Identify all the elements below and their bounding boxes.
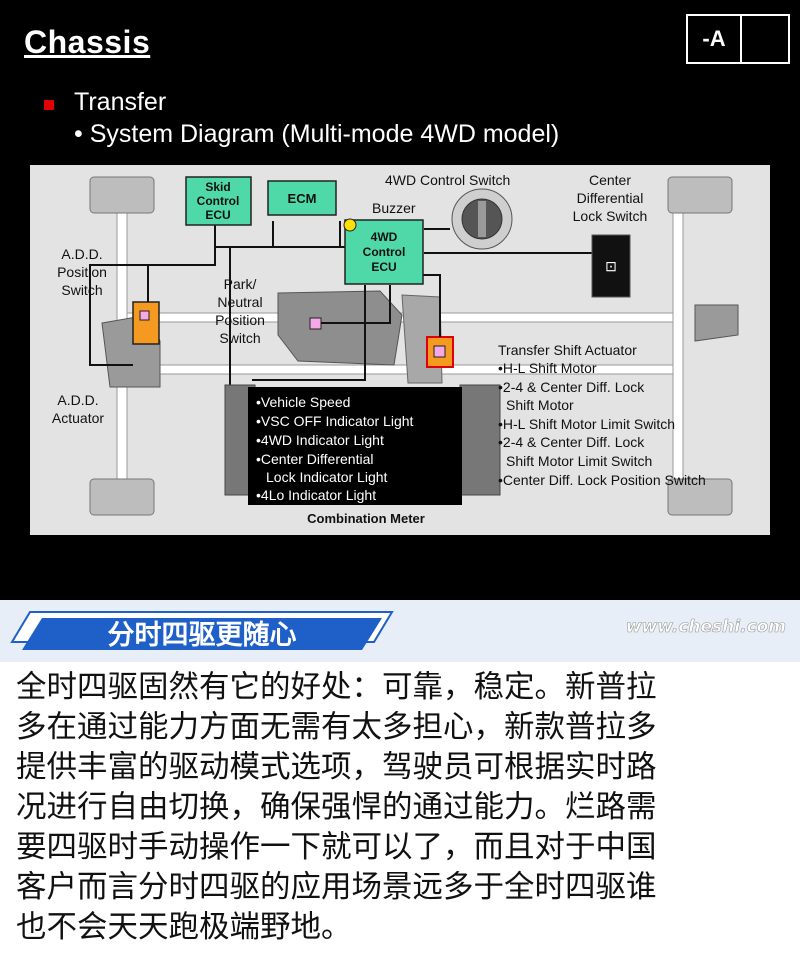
banner-title: 分时四驱更随心: [108, 620, 297, 651]
add-position-label-2: Position: [57, 264, 107, 280]
meter-item-3: •4WD Indicator Light: [256, 432, 384, 448]
meter-item-2: •VSC OFF Indicator Light: [256, 413, 414, 429]
actuator-line-6: •2-4 & Center Diff. Lock: [498, 434, 645, 450]
article-line-7: 也不会天天跑极端野地。: [16, 910, 352, 945]
4wd-control-switch-label: 4WD Control Switch: [385, 172, 510, 188]
system-diagram: Skid Control ECU ECM 4WD Control ECU Buz…: [30, 165, 770, 535]
meter-item-6: •4Lo Indicator Light: [256, 487, 376, 503]
article-line-2: 多在通过能力方面无需有太多担心，新款普拉多: [16, 710, 657, 745]
article-line-5: 要四驱时手动操作一下就可以了，而且对于中国: [16, 830, 657, 865]
actuator-line-7: Shift Motor Limit Switch: [506, 453, 652, 469]
badge-label: -A: [688, 16, 742, 62]
4wd-control-ecu-box: [344, 219, 424, 285]
ecm-label: ECM: [288, 191, 317, 206]
park-neutral-connector-icon: [309, 317, 322, 330]
banner-graphic: 分时四驱更随心 www.cheshi.com: [0, 600, 800, 662]
article-text: 全时四驱固然有它的好处：可靠，稳定。新普拉 多在通过能力方面无需有太多担心，新款…: [16, 668, 786, 948]
meter-item-4: •Center Differential: [256, 451, 373, 467]
transfer-connector-icon: [433, 345, 446, 358]
actuator-line-3: •2-4 & Center Diff. Lock: [498, 379, 645, 395]
bullet-transfer: Transfer: [74, 88, 167, 116]
buzzer-label: Buzzer: [372, 200, 416, 216]
slide-title: Chassis: [24, 24, 151, 60]
article-line-1: 全时四驱固然有它的好处：可靠，稳定。新普拉: [16, 670, 657, 705]
wheel-rear-left: [89, 478, 155, 516]
wheel-rear-right: [667, 478, 733, 516]
add-connector-icon: [139, 310, 150, 321]
add-position-switch-box: [132, 301, 160, 345]
control-ecu-label-3: ECU: [371, 260, 396, 274]
actuator-line-2: •H-L Shift Motor: [498, 360, 597, 376]
meter-gauge-right: [459, 384, 501, 496]
banner-ribbon: [22, 618, 382, 650]
park-neutral-label-3: Position: [215, 312, 265, 328]
bullet-square-icon: [44, 100, 54, 110]
control-ecu-label-1: 4WD: [371, 230, 398, 244]
article-line-4: 况进行自由切换，确保强悍的通过能力。烂路需: [16, 790, 657, 825]
actuator-line-5: •H-L Shift Motor Limit Switch: [498, 416, 675, 432]
park-neutral-label-4: Switch: [219, 330, 260, 346]
center-diff-label-3: Lock Switch: [573, 208, 648, 224]
add-position-label-1: A.D.D.: [61, 246, 102, 262]
article-line-6: 客户而言分时四驱的应用场景远多于全时四驱谁: [16, 870, 657, 905]
dial-grip: [478, 201, 486, 237]
actuator-line-1: Transfer Shift Actuator: [498, 342, 637, 358]
actuator-line-8: •Center Diff. Lock Position Switch: [498, 472, 706, 488]
combination-meter-caption: Combination Meter: [307, 511, 425, 526]
ecm-box: [267, 180, 337, 216]
section-banner: 分时四驱更随心 www.cheshi.com: [0, 600, 800, 662]
control-ecu-label-2: Control: [363, 245, 406, 259]
meter-item-1: •Vehicle Speed: [256, 394, 350, 410]
transmission-body: [277, 290, 403, 366]
skid-ecu-label-3: ECU: [205, 208, 230, 222]
article-line-3: 提供丰富的驱动模式选项，驾驶员可根据实时路: [16, 750, 657, 785]
slide-panel: Chassis -A Transfer • System Diagram (Mu…: [0, 0, 800, 600]
bullet-system-diagram: • System Diagram (Multi-mode 4WD model): [74, 120, 560, 148]
skid-control-ecu-box: [185, 176, 252, 226]
add-actuator-label-1: A.D.D.: [57, 392, 98, 408]
skid-ecu-label-1: Skid: [205, 180, 230, 194]
park-neutral-label-2: Neutral: [217, 294, 262, 310]
skid-ecu-label-2: Control: [197, 194, 240, 208]
slide-badge: -A: [686, 14, 790, 64]
add-actuator-label-2: Actuator: [52, 410, 104, 426]
wheel-front-right: [667, 176, 733, 214]
park-neutral-label-1: Park/: [224, 276, 257, 292]
combination-meter-panel: [248, 387, 462, 505]
center-diff-label-1: Center: [589, 172, 631, 188]
center-diff-label-2: Differential: [577, 190, 644, 206]
center-diff-lock-switch-box: [591, 234, 631, 298]
add-position-label-3: Switch: [61, 282, 102, 298]
rear-differential-body: [694, 304, 739, 342]
diff-lock-symbol-icon: ⊡: [605, 258, 617, 274]
meter-item-5: Lock Indicator Light: [266, 469, 388, 485]
watermark-text: www.cheshi.com: [626, 617, 786, 637]
wheel-front-left: [89, 176, 155, 214]
right-axle-shaft: [672, 192, 684, 494]
buzzer-icon: [343, 218, 357, 232]
actuator-line-4: Shift Motor: [506, 397, 574, 413]
